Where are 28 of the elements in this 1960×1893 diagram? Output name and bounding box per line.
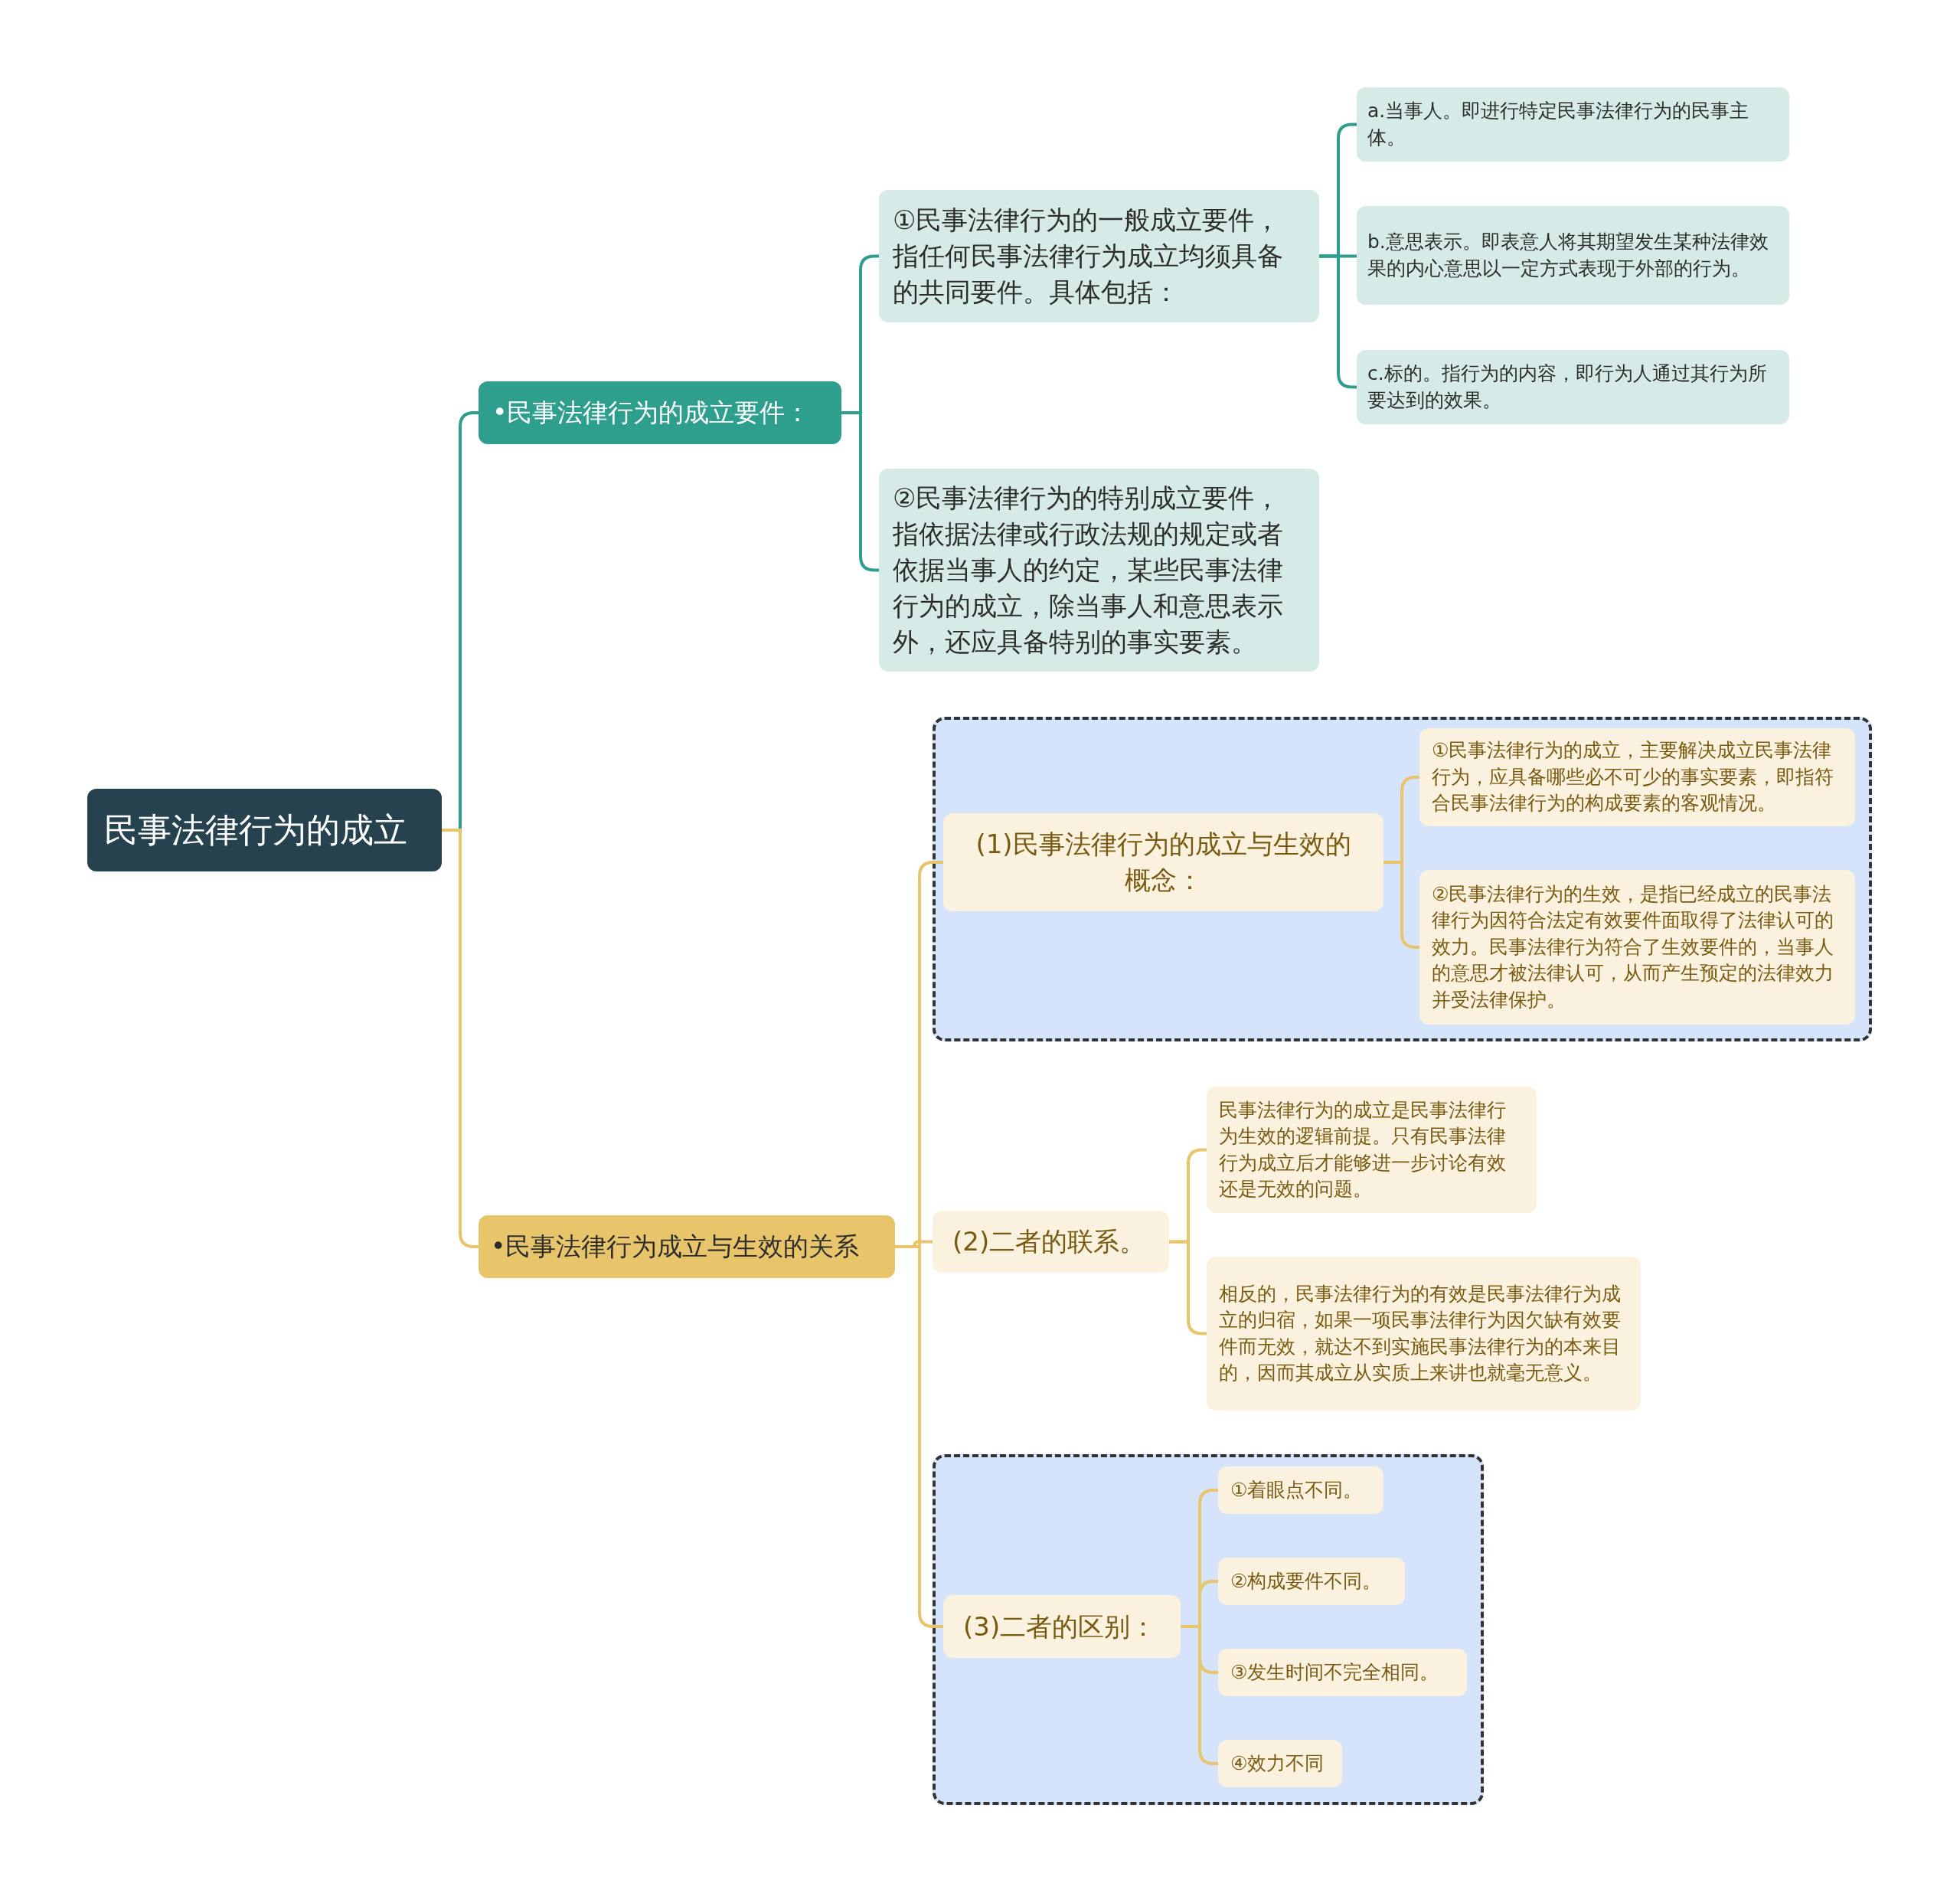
connector-line [1383, 861, 1419, 949]
branch-topic-box: •民事法律行为成立与生效的关系 [479, 1215, 895, 1278]
subtopic-box: (1)民事法律行为的成立与生效的概念： [943, 813, 1383, 911]
connector-line [1319, 254, 1357, 389]
detail-box: ③发生时间不完全相同。 [1218, 1649, 1467, 1696]
subtopic-box: ②民事法律行为的特别成立要件，指依据法律或行政法规的规定或者依据当事人的约定，某些民事法律行为的成立，除当事人和意思表示外，还应具备特别的事实要素。 [879, 469, 1319, 672]
detail-box: ②构成要件不同。 [1218, 1558, 1405, 1605]
detail-box: 民事法律行为的成立是民事法律行为生效的逻辑前提。只有民事法律行为成立后才能够进一步讨论有效还是无效的问题。 [1207, 1087, 1537, 1213]
detail-box: c.标的。指行为的内容，即行为人通过其行为所要达到的效果。 [1357, 350, 1789, 424]
detail-box: ①民事法律行为的成立，主要解决成立民事法律行为，应具备哪些必不可少的事实要素，即指符合民事法律行为的构成要素的客观情况。 [1419, 728, 1855, 826]
subtopic-box: ①民事法律行为的一般成立要件，指任何民事法律行为成立均须具备的共同要件。具体包括： [879, 190, 1319, 322]
detail-box: a.当事人。即进行特定民事法律行为的民事主体。 [1357, 87, 1789, 162]
connector-line [442, 829, 479, 1248]
detail-box: ④效力不同 [1218, 1740, 1342, 1787]
subtopic-box: (3)二者的区别： [943, 1595, 1181, 1658]
detail-box: ①着眼点不同。 [1218, 1466, 1383, 1514]
subtopic-box: (2)二者的联系。 [933, 1211, 1169, 1273]
connector-line [1181, 1625, 1218, 1765]
dashed-group-frame [933, 717, 1872, 1041]
root-topic-box: 民事法律行为的成立 [87, 789, 442, 871]
connector-line [895, 1245, 943, 1628]
dashed-group-frame [933, 1454, 1484, 1805]
detail-box: ②民事法律行为的生效，是指已经成立的民事法律行为因符合法定有效要件面取得了法律认可的效力。民事法律行为符合了生效要件的，当事人的意思才被法律认可，从而产生预定的法律效力并受法律保护。 [1419, 870, 1855, 1025]
detail-box: b.意思表示。即表意人将其期望发生某种法律效果的内心意思以一定方式表现于外部的行为。 [1357, 206, 1789, 305]
connector-line [1169, 1240, 1207, 1336]
connector-line [841, 411, 879, 572]
branch-topic-box: •民事法律行为的成立要件： [479, 381, 841, 444]
detail-box: 相反的，民事法律行为的有效是民事法律行为成立的归宿，如果一项民事法律行为因欠缺有效要件而无效，就达不到实施民事法律行为的本来目的，因而其成立从实质上来讲也就毫无意义。 [1207, 1257, 1641, 1411]
